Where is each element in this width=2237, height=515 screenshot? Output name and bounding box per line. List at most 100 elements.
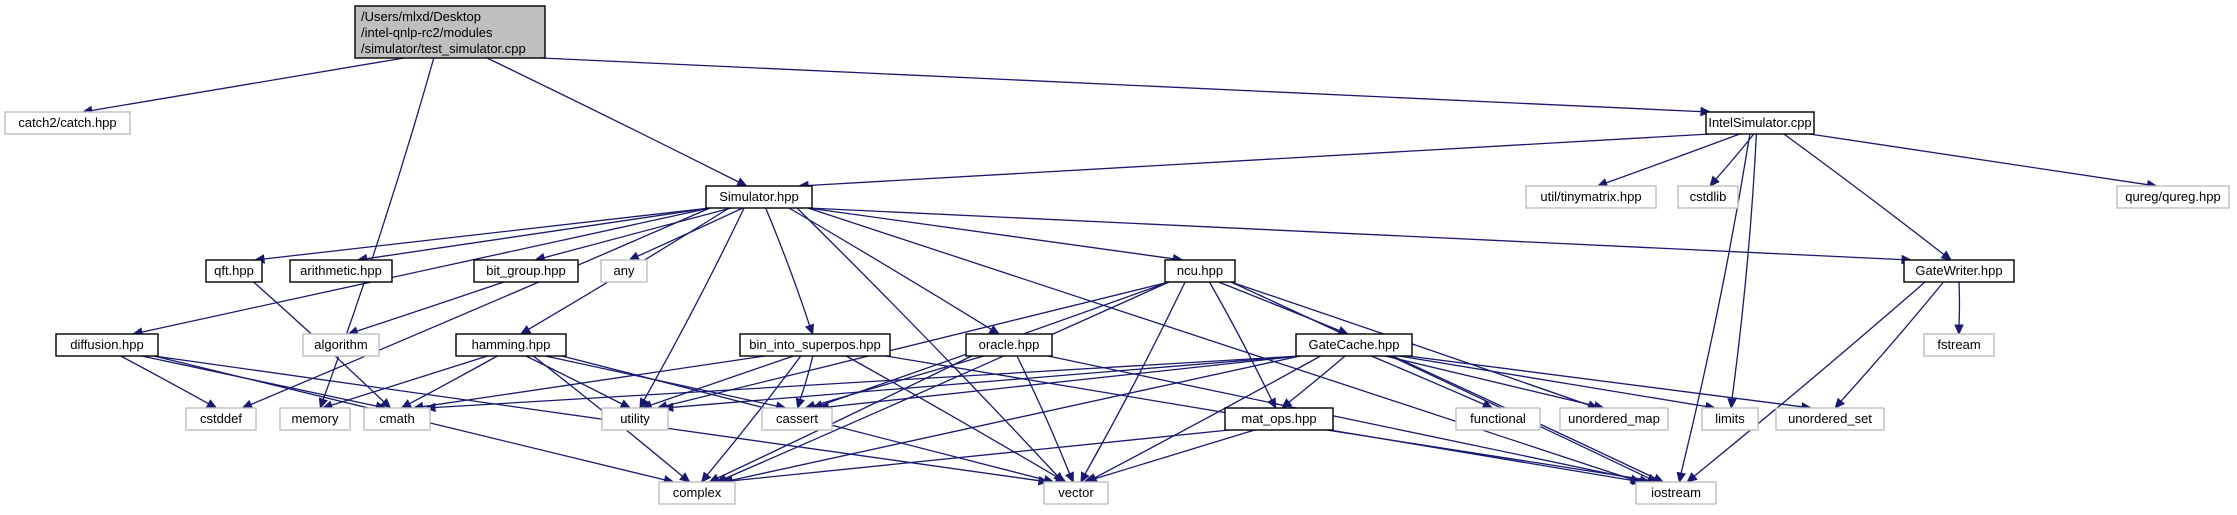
edge-oracle-to-vector xyxy=(1016,355,1074,484)
edge-diffusion-to-cstddef xyxy=(120,355,218,409)
edge-intelsim-to-simulator xyxy=(797,133,1711,191)
node-iostream[interactable]: iostream xyxy=(1635,481,1717,505)
node-cmath[interactable]: cmath xyxy=(363,407,431,431)
edge-root-to-simulator xyxy=(486,57,748,187)
edge-simulator-to-gatewriter xyxy=(807,207,1913,265)
node-functional[interactable]: functional xyxy=(1455,407,1541,431)
node-cstddef[interactable]: cstddef xyxy=(185,407,257,431)
node-memory-label: memory xyxy=(292,411,339,426)
edge-hamming-to-utility xyxy=(525,355,632,409)
node-algorithm[interactable]: algorithm xyxy=(302,333,380,357)
node-ncu[interactable]: ncu.hpp xyxy=(1164,259,1236,283)
edge-ncu-to-iostream xyxy=(1230,281,1659,483)
node-catch[interactable]: catch2/catch.hpp xyxy=(4,111,131,135)
nodes-layer: /Users/mlxd/Desktop /intel-qnlp-rc2/modu… xyxy=(4,5,2230,505)
node-cstdlib[interactable]: cstdlib xyxy=(1677,185,1739,209)
edge-oracle-to-complex xyxy=(708,355,972,483)
node-cstddef-label: cstddef xyxy=(200,411,242,426)
node-gatecache[interactable]: GateCache.hpp xyxy=(1295,333,1413,357)
edge-gatewriter-to-fstream xyxy=(1954,281,1964,336)
node-oracle[interactable]: oracle.hpp xyxy=(965,333,1053,357)
node-limits-label: limits xyxy=(1715,411,1745,426)
node-limits[interactable]: limits xyxy=(1701,407,1759,431)
node-diffusion-label: diffusion.hpp xyxy=(70,337,144,352)
node-intelsimulator[interactable]: IntelSimulator.cpp xyxy=(1705,111,1815,135)
edge-intelsim-to-gatewriter xyxy=(1783,133,1952,261)
node-fstream[interactable]: fstream xyxy=(1923,333,1995,357)
node-cassert[interactable]: cassert xyxy=(761,407,833,431)
root-label-line-1: /Users/mlxd/Desktop xyxy=(361,9,481,24)
node-qureg[interactable]: qureg/qureg.hpp xyxy=(2116,185,2230,209)
node-algorithm-label: algorithm xyxy=(314,337,367,352)
edge-intelsim-to-iostream xyxy=(1676,133,1751,484)
node-diffusion[interactable]: diffusion.hpp xyxy=(55,333,159,357)
node-qft[interactable]: qft.hpp xyxy=(205,259,263,283)
node-utility[interactable]: utility xyxy=(601,407,669,431)
node-bit-group[interactable]: bit_group.hpp xyxy=(473,259,579,283)
edge-intelsim-to-limits xyxy=(1727,133,1758,410)
edge-intelsim-to-cstdlib xyxy=(1709,133,1755,187)
node-tinymatrix[interactable]: util/tinymatrix.hpp xyxy=(1525,185,1657,209)
node-functional-label: functional xyxy=(1470,411,1526,426)
edge-gatecache-to-limits xyxy=(1398,355,1717,412)
node-cstdlib-label: cstdlib xyxy=(1690,189,1727,204)
edge-gatecache-to-matops xyxy=(1281,355,1346,409)
node-qft-label: qft.hpp xyxy=(214,263,254,278)
edge-simulator-to-utility xyxy=(639,207,745,410)
node-unordered-set[interactable]: unordered_set xyxy=(1775,407,1885,431)
node-cassert-label: cassert xyxy=(776,411,818,426)
node-unordered-set-label: unordered_set xyxy=(1788,411,1872,426)
node-any-label: any xyxy=(614,263,635,278)
edges-layer xyxy=(81,57,2158,486)
node-oracle-label: oracle.hpp xyxy=(979,337,1040,352)
node-mat-ops-label: mat_ops.hpp xyxy=(1241,411,1316,426)
node-arithmetic[interactable]: arithmetic.hpp xyxy=(289,259,393,283)
edge-ncu-to-unordered_map xyxy=(1230,281,1599,410)
edge-ncu-to-vector xyxy=(1080,281,1186,484)
node-utility-label: utility xyxy=(620,411,650,426)
node-hamming[interactable]: hamming.hpp xyxy=(455,333,567,357)
edge-intelsim-to-tinymatrix xyxy=(1596,133,1740,188)
node-complex[interactable]: complex xyxy=(658,481,736,505)
node-complex-label: complex xyxy=(673,485,722,500)
node-gatecache-label: GateCache.hpp xyxy=(1308,337,1399,352)
node-any[interactable]: any xyxy=(600,259,648,283)
node-memory[interactable]: memory xyxy=(279,407,351,431)
edge-gatewriter-to-unordered_set xyxy=(1834,281,1945,409)
edge-gatecache-to-unordered_map xyxy=(1385,355,1605,411)
node-simulator[interactable]: Simulator.hpp xyxy=(705,185,813,209)
node-iostream-label: iostream xyxy=(1651,485,1701,500)
edge-root-to-catch xyxy=(81,57,405,116)
edge-binsuper-to-vector xyxy=(845,355,1067,483)
edge-gatecache-to-functional xyxy=(1371,355,1494,409)
node-vector[interactable]: vector xyxy=(1043,481,1109,505)
node-gatewriter-label: GateWriter.hpp xyxy=(1915,263,2002,278)
root-label-line-3: /simulator/test_simulator.cpp xyxy=(361,41,526,56)
edge-gatecache-to-utility xyxy=(662,355,1301,413)
node-bin-into-superpos[interactable]: bin_into_superpos.hpp xyxy=(739,333,891,357)
node-fstream-label: fstream xyxy=(1937,337,1980,352)
node-ncu-label: ncu.hpp xyxy=(1177,263,1223,278)
node-intelsimulator-label: IntelSimulator.cpp xyxy=(1708,115,1811,130)
edge-gatecache-to-unordered_set xyxy=(1407,355,1813,412)
edge-intelsim-to-qureg xyxy=(1809,133,2158,190)
node-vector-label: vector xyxy=(1058,485,1094,500)
node-bit-group-label: bit_group.hpp xyxy=(486,263,566,278)
node-catch-label: catch2/catch.hpp xyxy=(18,115,116,130)
node-unordered-map[interactable]: unordered_map xyxy=(1559,407,1669,431)
node-cmath-label: cmath xyxy=(379,411,414,426)
edge-simulator-to-oracle xyxy=(788,207,1001,335)
edge-matops-to-complex xyxy=(719,429,1230,486)
edge-gatewriter-to-iostream xyxy=(1686,281,1926,483)
edge-ncu-to-complex xyxy=(715,281,1170,483)
edge-bitgroup-to-algorithm xyxy=(347,281,505,336)
edge-simulator-to-binsuper xyxy=(765,207,814,336)
edge-hamming-to-cmath xyxy=(400,355,498,409)
node-mat-ops[interactable]: mat_ops.hpp xyxy=(1224,407,1334,431)
node-gatewriter[interactable]: GateWriter.hpp xyxy=(1903,259,2015,283)
edge-simulator-to-arithmetic xyxy=(356,207,711,264)
node-simulator-label: Simulator.hpp xyxy=(719,189,799,204)
node-root-test-simulator[interactable]: /Users/mlxd/Desktop /intel-qnlp-rc2/modu… xyxy=(354,5,546,59)
node-arithmetic-label: arithmetic.hpp xyxy=(300,263,382,278)
